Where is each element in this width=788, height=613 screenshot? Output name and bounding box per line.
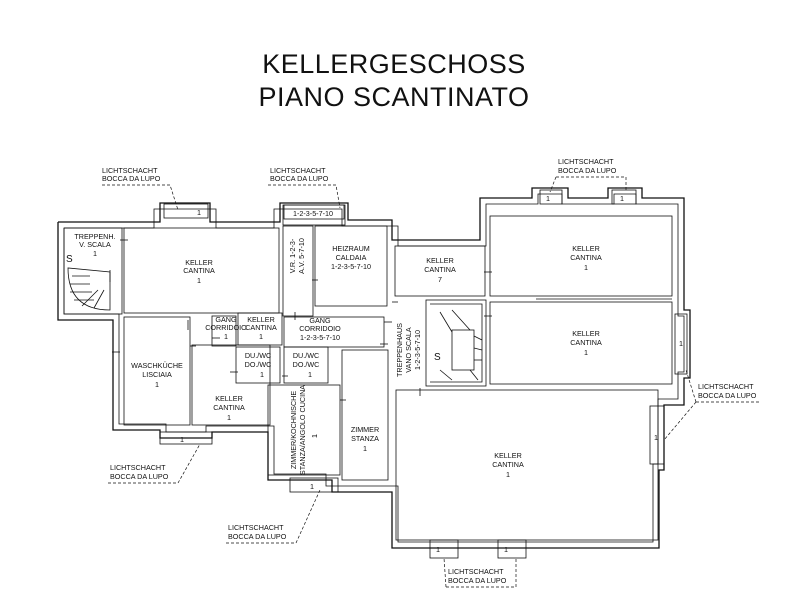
room-keller-7-it: CANTINA xyxy=(424,265,456,274)
room-zimmer-it: STANZA xyxy=(351,434,379,443)
room-keller-sw-de: KELLER xyxy=(215,394,243,403)
room-keller-small-it: CANTINA xyxy=(245,323,277,332)
light-well-callouts: LICHTSCHACHT BOCCA DA LUPO LICHTSCHACHT … xyxy=(102,157,760,588)
room-keller-se-it: CANTINA xyxy=(492,460,524,469)
stair-mark: S xyxy=(66,254,73,265)
room-keller-7-no: 7 xyxy=(438,275,442,284)
room-du-wc-2-no: 1 xyxy=(308,370,312,379)
room-keller-sw-it: CANTINA xyxy=(213,403,245,412)
callout-de: LICHTSCHACHT xyxy=(228,523,284,532)
callout-de: LICHTSCHACHT xyxy=(110,463,166,472)
light-well-number: 1 xyxy=(197,208,201,217)
room-keller-se-de: KELLER xyxy=(494,451,522,460)
room-vr-line1: V.R. 1-2-3- xyxy=(288,238,297,273)
room-waschkueche-de: WASCHKÜCHE xyxy=(131,361,183,370)
room-zimmer-de: ZIMMER xyxy=(351,425,379,434)
callout-it: BOCCA DA LUPO xyxy=(110,472,169,481)
light-well-number: 1 xyxy=(504,545,508,554)
room-gang-main-de: GANG xyxy=(309,316,331,325)
room-gang-small-de: GANG xyxy=(215,315,237,324)
room-zimmer-kochnische-it: STANZA/ANGOLO CUCINA xyxy=(298,385,307,475)
callout-it: BOCCA DA LUPO xyxy=(448,576,507,585)
callout-de: LICHTSCHACHT xyxy=(698,382,754,391)
room-gang-small-it: CORRIDOIO xyxy=(205,323,247,332)
room-keller-e-de: KELLER xyxy=(572,329,600,338)
room-du-wc-2-de: DU./WC xyxy=(293,351,319,360)
room-du-wc-1-de: DU./WC xyxy=(245,351,271,360)
callout-de: LICHTSCHACHT xyxy=(448,567,504,576)
light-well-number: 1 xyxy=(180,435,184,444)
room-gang-small-no: 1 xyxy=(224,332,228,341)
room-du-wc-1-it: DO./WC xyxy=(245,360,272,369)
room-keller-ne-no: 1 xyxy=(584,263,588,272)
callout-de: LICHTSCHACHT xyxy=(270,166,326,175)
interior-walls xyxy=(63,204,673,541)
callout-de: LICHTSCHACHT xyxy=(102,166,158,175)
room-keller-ne-de: KELLER xyxy=(572,244,600,253)
room-keller-nw-no: 1 xyxy=(197,276,201,285)
room-keller-ne-it: CANTINA xyxy=(570,253,602,262)
room-stairs-left-it: V. SCALA xyxy=(79,240,111,249)
light-well-number: 1 xyxy=(310,482,314,491)
plan-title: KELLERGESCHOSS PIANO SCANTINATO xyxy=(0,48,788,114)
room-keller-sw-no: 1 xyxy=(227,413,231,422)
room-zimmer-no: 1 xyxy=(363,444,367,453)
title-german: KELLERGESCHOSS xyxy=(262,49,526,79)
room-waschkueche-no: 1 xyxy=(155,380,159,389)
room-keller-se-no: 1 xyxy=(506,470,510,479)
stairs-center: S xyxy=(430,303,483,383)
room-heizraum-it: CALDAIA xyxy=(336,253,367,262)
light-well-number: 1 xyxy=(679,339,683,348)
callout-it: BOCCA DA LUPO xyxy=(698,391,757,400)
top-corridor-label: 1-2-3-5-7-10 xyxy=(293,209,333,218)
title-italian: PIANO SCANTINATO xyxy=(258,82,530,112)
door-marks xyxy=(109,239,492,401)
room-gang-main-it: CORRIDOIO xyxy=(299,324,341,333)
room-zimmer-kochnische-de: ZIMMER/KOCHNISCHE xyxy=(289,391,298,469)
light-well-number: 1 xyxy=(654,433,658,442)
light-wells: 1 1 1 1 1 1 1 1 1 xyxy=(159,189,688,559)
room-keller-e-no: 1 xyxy=(584,348,588,357)
callout-it: BOCCA DA LUPO xyxy=(270,174,329,183)
room-du-wc-1-no: 1 xyxy=(260,370,264,379)
room-stairs-center-it: VANO SCALA xyxy=(404,327,413,373)
callout-de: LICHTSCHACHT xyxy=(558,157,614,166)
stairs-left: S xyxy=(66,254,111,311)
room-gang-main-no: 1-2-3-5-7-10 xyxy=(300,333,340,342)
light-well-number: 1 xyxy=(436,545,440,554)
outer-walls xyxy=(57,187,691,549)
room-stairs-left-no: 1 xyxy=(93,249,97,258)
room-keller-7-de: KELLER xyxy=(426,256,454,265)
room-keller-nw-de: KELLER xyxy=(185,258,213,267)
room-vr-line2: A.V. 5-7-10 xyxy=(297,238,306,274)
room-heizraum-no: 1-2-3-5-7-10 xyxy=(331,262,371,271)
light-well-number: 1 xyxy=(546,194,550,203)
room-stairs-center-de: TREPPENHAUS xyxy=(395,323,404,377)
room-stairs-center-no: 1-2-3-5-7-10 xyxy=(413,330,422,370)
stair-mark: S xyxy=(434,352,441,363)
room-zimmer-kochnische-no: 1 xyxy=(310,434,319,438)
room-keller-e-it: CANTINA xyxy=(570,338,602,347)
room-waschkueche-it: LISCIAIA xyxy=(142,370,172,379)
room-keller-small-no: 1 xyxy=(259,332,263,341)
callout-it: BOCCA DA LUPO xyxy=(558,166,617,175)
room-keller-small-de: KELLER xyxy=(247,315,275,324)
callout-it: BOCCA DA LUPO xyxy=(228,532,287,541)
room-stairs-left-de: TREPPENH. xyxy=(74,232,115,241)
light-well-number: 1 xyxy=(620,194,624,203)
callout-it: BOCCA DA LUPO xyxy=(102,174,161,183)
room-du-wc-2-it: DO./WC xyxy=(293,360,320,369)
room-keller-nw-it: CANTINA xyxy=(183,266,215,275)
room-labels: TREPPENH. V. SCALA 1 KELLER CANTINA 1 1-… xyxy=(74,209,602,479)
room-heizraum-de: HEIZRAUM xyxy=(332,244,370,253)
